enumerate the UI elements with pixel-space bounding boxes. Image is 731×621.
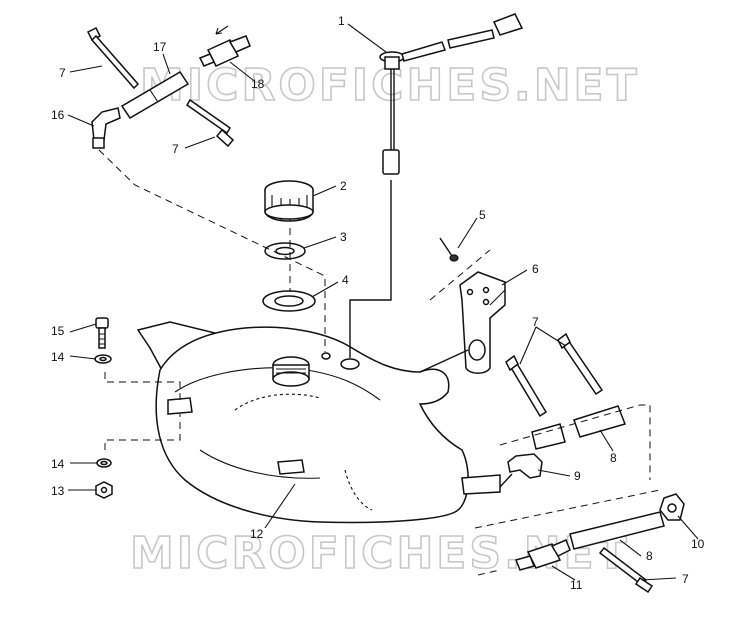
callout-2: 2 [340,179,347,193]
callout-18: 18 [251,77,265,91]
callout-labels: 1 2 3 4 5 6 7 7 7 7 8 8 9 10 11 12 13 14… [51,14,705,592]
callout-8-lower: 8 [646,549,653,563]
callout-1: 1 [338,14,345,28]
washer-lower [96,458,112,468]
callout-7-top-left: 7 [59,66,66,80]
callout-9: 9 [574,469,581,483]
fuel-sender [379,13,524,175]
leader-lines [67,23,699,581]
elbow-fitting-right [507,453,543,479]
alignment-lines [98,149,661,576]
elbow-fitting [91,107,121,149]
callout-17: 17 [153,40,167,54]
callout-4: 4 [342,273,349,287]
cable-tie-bottom [598,546,654,594]
cable-tie-top-left [86,26,140,90]
callout-6: 6 [532,262,539,276]
callout-7-right: 7 [532,315,539,329]
callout-12: 12 [250,527,264,541]
cable-tie-right-2 [557,332,604,396]
in-line-filter-lower [514,539,571,571]
callout-16: 16 [51,108,65,122]
callout-8-right: 8 [610,451,617,465]
fuel-tank [136,321,501,524]
cap-gasket [264,242,306,260]
callout-7-top-middle: 7 [172,142,179,156]
neck-ring [262,290,316,312]
callout-3: 3 [340,230,347,244]
callout-15: 15 [51,324,65,338]
nut [95,481,113,499]
screw [439,237,459,262]
fuel-hose-right-short [531,405,626,450]
callout-14-lower: 14 [51,457,65,471]
washer-upper [94,354,112,364]
callout-11: 11 [570,578,583,592]
callout-10: 10 [691,537,705,551]
cable-tie-top-middle [185,98,235,148]
fuel-hose-upper [120,70,190,120]
in-line-filter-upper [198,25,251,67]
callout-7-bottom: 7 [682,572,689,586]
hose-clamp [659,493,685,521]
cable-tie-right-1 [505,354,548,418]
fuel-cap [264,180,314,222]
callout-5: 5 [479,208,486,222]
callout-13: 13 [51,484,65,498]
bolt [95,317,109,349]
callout-14-upper: 14 [51,350,65,364]
mounting-bracket [459,271,506,374]
fuel-hose-lower [569,511,665,550]
